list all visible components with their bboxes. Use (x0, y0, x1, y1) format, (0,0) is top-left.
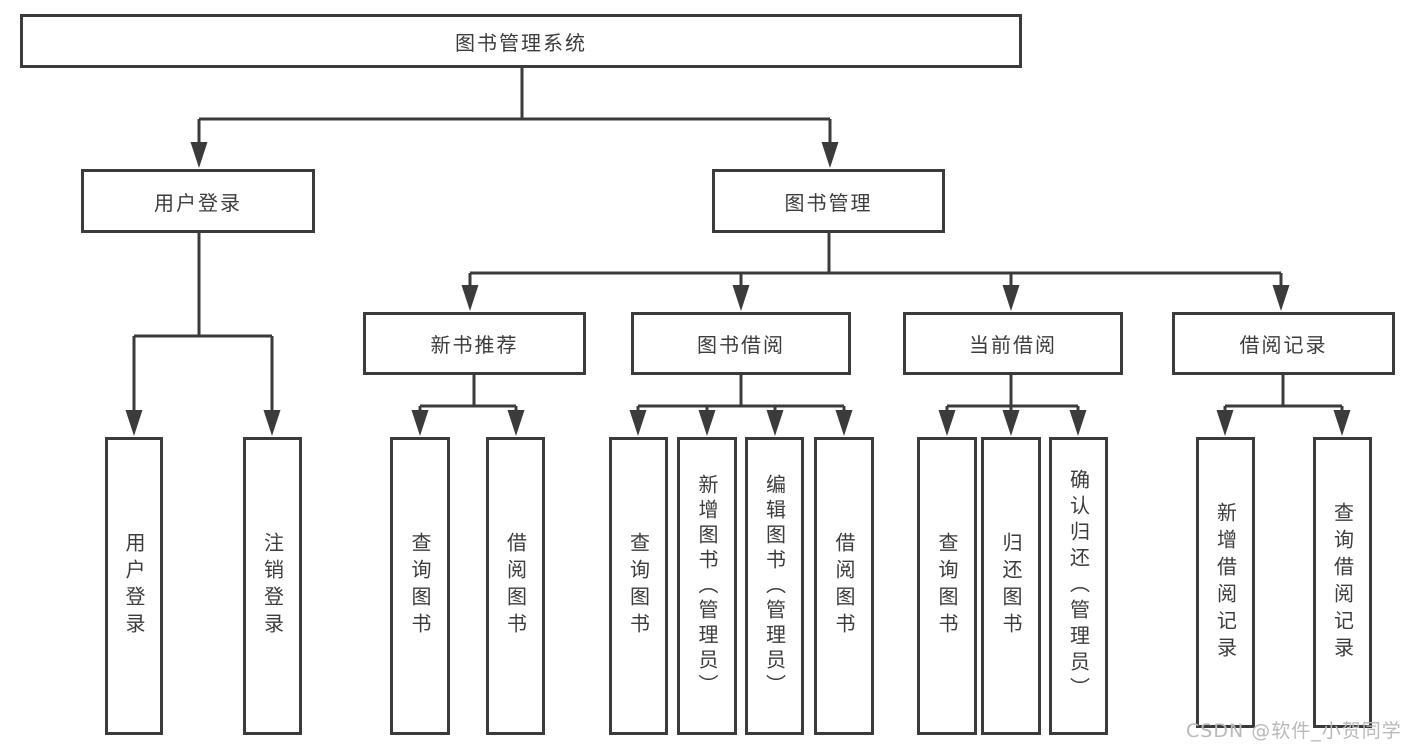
arrowheads-borrow-record-branch (1216, 410, 1351, 436)
leaf-borrow-book-1: 借阅图书 (486, 437, 545, 735)
leaf-query-book-3-label: 查询图书 (935, 532, 959, 640)
leaf-return-book-label: 归还图书 (999, 532, 1023, 640)
leaf-query-borrow-record: 查询借阅记录 (1313, 437, 1372, 728)
leaf-confirm-return-admin: 确认归还（管理员） (1049, 437, 1108, 735)
node-root-system: 图书管理系统 (20, 14, 1022, 68)
connector-borrow-record-branch (1223, 375, 1344, 418)
arrowheads-current-borrow-branch (938, 410, 1087, 436)
csdn-watermark: CSDN @软件_小贺同学 (1186, 720, 1402, 742)
arrowheads-user-login-branch (125, 410, 281, 436)
leaf-add-book-admin: 新增图书（管理员） (677, 437, 737, 735)
arrowheads-book-mgmt-to-level3 (461, 285, 1290, 311)
leaf-user-login: 用户登录 (105, 437, 163, 735)
connector-current-borrow-branch (945, 375, 1080, 418)
connector-new-book-branch (418, 375, 518, 418)
leaf-add-book-admin-label: 新增图书（管理员） (695, 473, 719, 699)
node-borrow-record-label: 借阅记录 (1239, 333, 1328, 357)
node-current-borrow-label: 当前借阅 (969, 333, 1057, 357)
leaf-query-book-1: 查询图书 (390, 437, 450, 735)
leaf-borrow-book-2: 借阅图书 (814, 437, 874, 735)
node-new-book-recommend-label: 新书推荐 (430, 333, 519, 357)
node-book-borrow: 图书借阅 (631, 312, 851, 375)
leaf-edit-book-admin-label: 编辑图书（管理员） (762, 473, 787, 699)
leaf-logout-label: 注销登录 (260, 532, 285, 640)
leaf-edit-book-admin: 编辑图书（管理员） (745, 437, 804, 735)
connector-book-mgmt-to-level3 (468, 233, 1283, 293)
node-book-mgmt-module: 图书管理 (712, 169, 945, 233)
connector-root-to-level2 (197, 68, 832, 150)
connector-book-borrow-branch (636, 375, 846, 418)
arrowheads-root-to-level2 (190, 142, 839, 168)
leaf-query-borrow-record-label: 查询借阅记录 (1330, 501, 1355, 664)
leaf-add-borrow-record: 新增借阅记录 (1196, 437, 1255, 728)
leaf-query-book-2: 查询图书 (609, 437, 668, 735)
leaf-return-book: 归还图书 (981, 437, 1041, 735)
node-current-borrow: 当前借阅 (903, 312, 1123, 375)
node-root-system-label: 图书管理系统 (455, 30, 587, 55)
leaf-logout: 注销登录 (243, 437, 302, 735)
node-book-mgmt-module-label: 图书管理 (784, 190, 873, 215)
leaf-add-borrow-record-label: 新增借阅记录 (1213, 501, 1238, 664)
connector-user-login-branch (132, 233, 274, 418)
arrowheads-book-borrow-branch (629, 410, 853, 436)
leaf-query-book-3: 查询图书 (917, 437, 977, 735)
leaf-query-book-1-label: 查询图书 (408, 532, 432, 640)
node-new-book-recommend: 新书推荐 (363, 312, 586, 375)
leaf-user-login-label: 用户登录 (122, 532, 146, 640)
node-user-login-module-label: 用户登录 (154, 190, 242, 215)
node-book-borrow-label: 图书借阅 (697, 333, 785, 357)
node-user-login-module: 用户登录 (81, 169, 315, 233)
leaf-confirm-return-admin-label: 确认归还（管理员） (1066, 469, 1091, 703)
leaf-query-book-2-label: 查询图书 (626, 532, 651, 640)
leaf-borrow-book-2-label: 借阅图书 (832, 532, 856, 640)
leaf-borrow-book-1-label: 借阅图书 (503, 532, 528, 640)
arrowheads-new-book-branch (411, 410, 525, 436)
node-borrow-record: 借阅记录 (1172, 312, 1395, 375)
